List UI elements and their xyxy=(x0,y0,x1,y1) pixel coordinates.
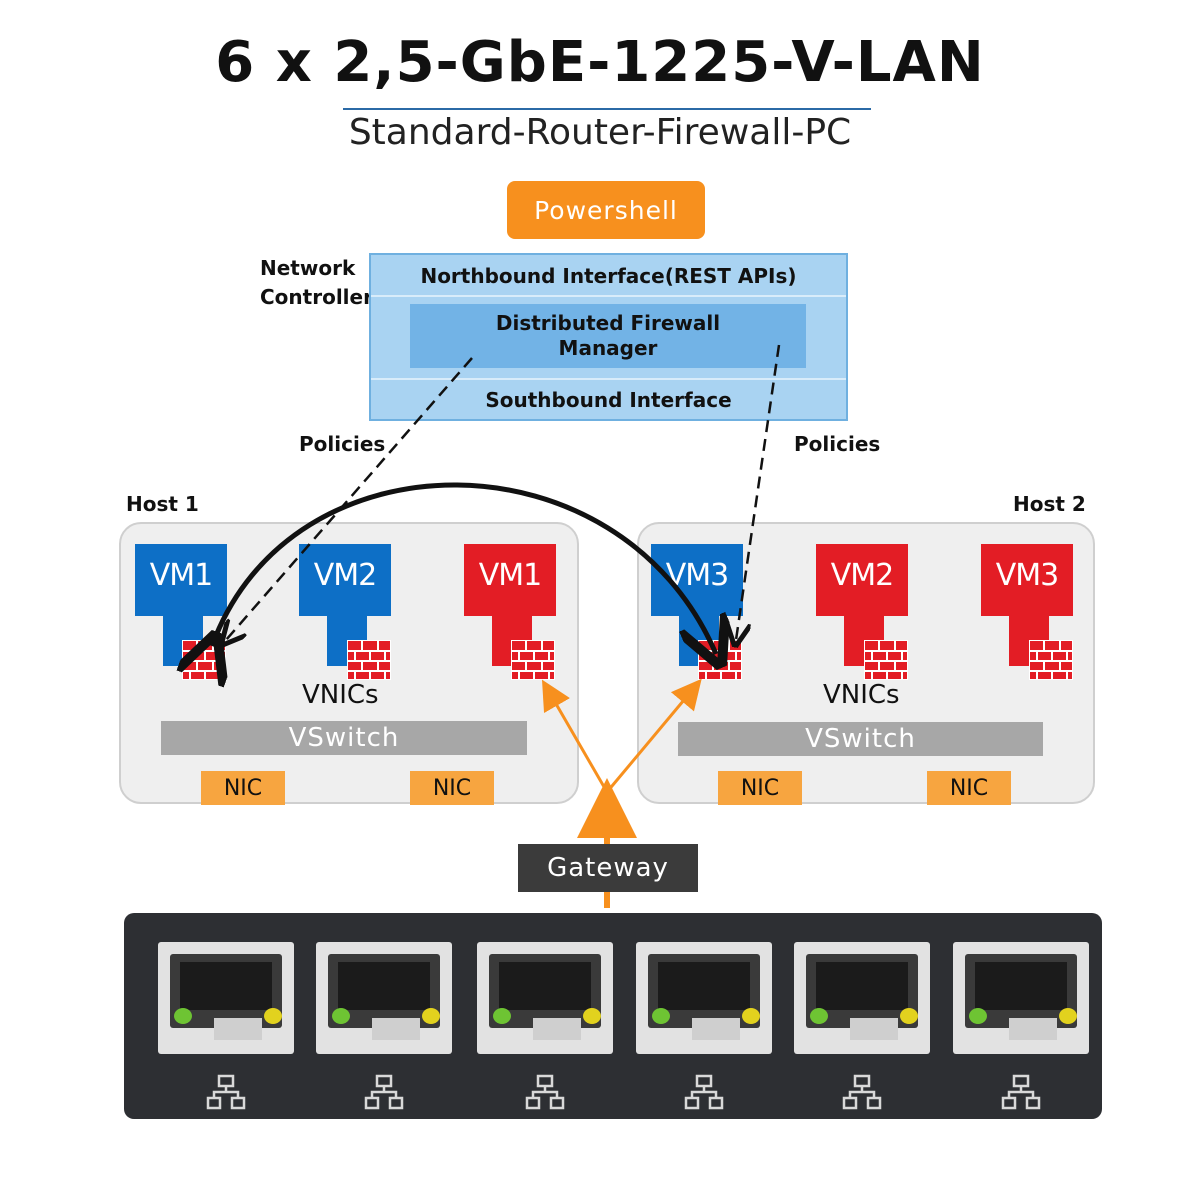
activity-led xyxy=(422,1008,440,1024)
gateway-arrow-right xyxy=(605,678,702,793)
rj45-port-4[interactable] xyxy=(636,942,772,1054)
network-controller-label-line1: Network xyxy=(260,256,356,280)
network-icon xyxy=(842,1074,882,1110)
host2-nic-2: NIC xyxy=(927,771,1011,805)
host2-label: Host 2 xyxy=(1013,492,1086,516)
vm-label: VM1 xyxy=(464,544,556,616)
powershell-box: Powershell xyxy=(507,181,705,239)
title-divider xyxy=(343,108,871,110)
vm-label: VM2 xyxy=(816,544,908,616)
policies-label-left: Policies xyxy=(299,432,386,456)
host1-vm-1: VM1 xyxy=(135,544,227,666)
rj45-port-1[interactable] xyxy=(158,942,294,1054)
host1-label: Host 1 xyxy=(126,492,199,516)
host1-vswitch: VSwitch xyxy=(161,721,527,755)
rj45-port-5[interactable] xyxy=(794,942,930,1054)
rj45-port-2[interactable] xyxy=(316,942,452,1054)
activity-led xyxy=(1059,1008,1077,1024)
network-controller-label: Network Controller xyxy=(260,254,373,312)
link-led xyxy=(810,1008,828,1024)
policy-line-left xyxy=(226,357,473,640)
policy-line-right xyxy=(736,344,781,640)
distributed-firewall-manager: Distributed Firewall Manager xyxy=(410,304,806,368)
activity-led xyxy=(264,1008,282,1024)
host1-nic-1: NIC xyxy=(201,771,285,805)
southbound-interface: Southbound Interface xyxy=(371,378,846,420)
network-icon xyxy=(364,1074,404,1110)
network-icon xyxy=(1001,1074,1041,1110)
network-icon xyxy=(525,1074,565,1110)
activity-led xyxy=(583,1008,601,1024)
firewall-brick-icon xyxy=(864,640,908,680)
host1-nic-2: NIC xyxy=(410,771,494,805)
host2-nic-1: NIC xyxy=(718,771,802,805)
policies-label-right: Policies xyxy=(794,432,881,456)
dfm-label: Distributed Firewall Manager xyxy=(495,311,721,360)
host2-vnics-label: VNICs xyxy=(823,680,900,710)
host2-vswitch: VSwitch xyxy=(678,722,1043,756)
activity-led xyxy=(742,1008,760,1024)
page-title: 6 x 2,5-GbE-1225-V-LAN xyxy=(215,30,985,95)
gateway-arrow-left xyxy=(541,679,609,793)
link-led xyxy=(652,1008,670,1024)
rj45-port-6[interactable] xyxy=(953,942,1089,1054)
link-led xyxy=(332,1008,350,1024)
gateway-box: Gateway xyxy=(518,844,698,892)
vm-label: VM2 xyxy=(299,544,391,616)
activity-led xyxy=(900,1008,918,1024)
rj45-port-3[interactable] xyxy=(477,942,613,1054)
network-icon xyxy=(206,1074,246,1110)
network-controller-label-line2: Controller xyxy=(260,285,373,309)
vm-label: VM1 xyxy=(135,544,227,616)
vm-communication-arrow xyxy=(212,482,716,654)
link-led xyxy=(493,1008,511,1024)
page-subtitle: Standard-Router-Firewall-PC xyxy=(348,112,852,153)
link-led xyxy=(969,1008,987,1024)
northbound-interface: Northbound Interface(REST APIs) xyxy=(371,257,846,297)
vm-label: VM3 xyxy=(981,544,1073,616)
network-icon xyxy=(684,1074,724,1110)
firewall-brick-icon xyxy=(1029,640,1073,680)
link-led xyxy=(174,1008,192,1024)
